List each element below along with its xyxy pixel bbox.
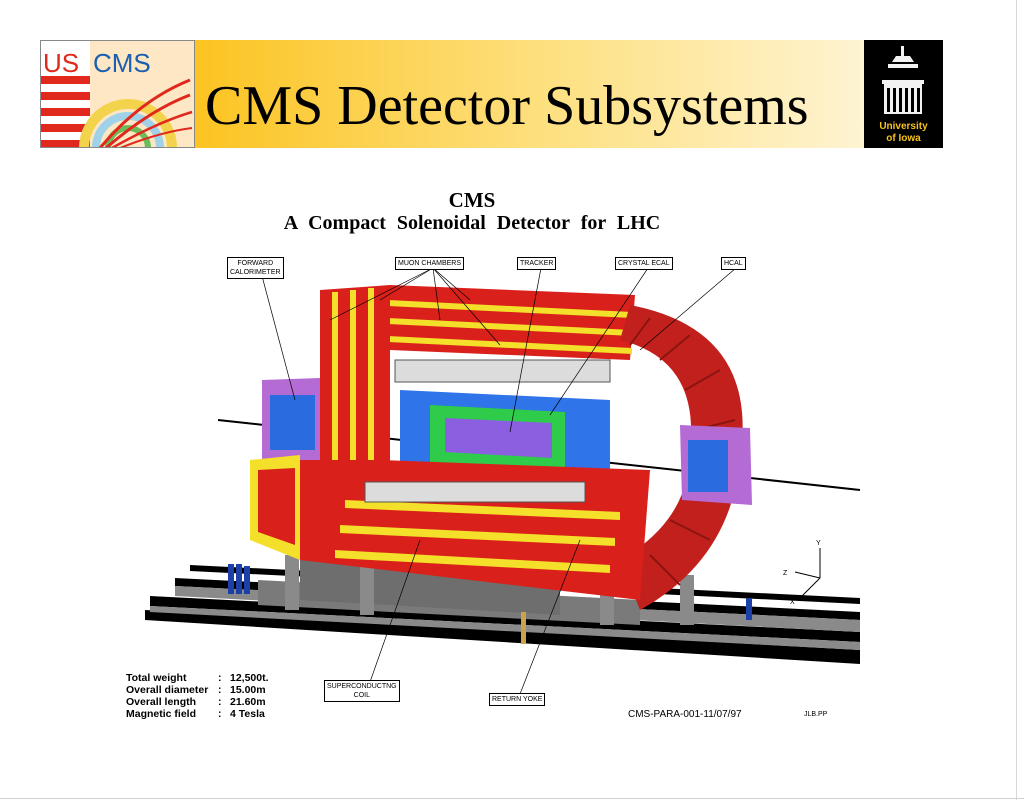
banner-background: [195, 40, 901, 148]
label-hcal: HCAL: [721, 257, 746, 270]
specs-table: Total weight:12,500t. Overall diameter:1…: [126, 672, 269, 720]
spec-row: Overall length:21.60m: [126, 696, 266, 708]
title-banner: US CMS University of Iowa: [40, 40, 943, 148]
spec-key: Total weight: [126, 672, 187, 684]
right-edge-line: [1016, 0, 1017, 800]
label-superconducting-coil-line2: COIL: [353, 692, 370, 699]
human-figures: [228, 564, 752, 620]
svg-text:University: University: [879, 121, 928, 132]
bottom-edge-line: [0, 798, 1024, 799]
spec-value: 15.00m: [230, 684, 266, 696]
left-endcap: [262, 285, 390, 505]
logo-cms-text: CMS: [93, 48, 151, 78]
label-superconducting-coil: SUPERCONDUCTNG COIL: [324, 680, 400, 702]
old-capitol-icon: University of Iowa: [879, 46, 928, 144]
spec-key: Overall length: [126, 696, 197, 708]
logo-us-text: US: [43, 48, 79, 78]
label-tracker: TRACKER: [517, 257, 557, 270]
label-crystal-ecal: CRYSTAL ECAL: [615, 257, 673, 270]
leader-lines: [261, 267, 737, 695]
spec-row: Overall diameter:15.00m: [126, 684, 266, 696]
lower-barrel: [250, 455, 650, 600]
spec-row: Magnetic field:4 Tesla: [126, 708, 265, 720]
label-forward-calorimeter: FORWARD CALORIMETER: [227, 257, 284, 279]
spec-row: Total weight:12,500t.: [126, 672, 269, 684]
human-figure-front: [521, 612, 526, 644]
label-superconducting-coil-line1: SUPERCONDUCTNG: [327, 683, 397, 690]
axis-x-label: X: [790, 599, 795, 606]
label-forward-calorimeter-line2: CALORIMETER: [230, 269, 281, 276]
svg-text:of Iowa: of Iowa: [886, 133, 921, 144]
upper-barrel: [388, 285, 635, 383]
label-forward-calorimeter-line1: FORWARD: [237, 260, 274, 267]
spec-value: 4 Tesla: [230, 708, 265, 720]
university-of-iowa-logo: University of Iowa: [864, 40, 943, 148]
figure-title: CMS: [448, 188, 496, 212]
axis-y-label: Y: [816, 540, 821, 547]
author-code: JLB.PP: [804, 711, 828, 718]
us-cms-logo: US CMS: [40, 40, 195, 148]
spec-value: 21.60m: [230, 696, 266, 708]
label-return-yoke: RETURN YOKE: [489, 693, 546, 706]
right-endcap: [620, 305, 752, 610]
label-muon-chambers: MUON CHAMBERS: [395, 257, 465, 270]
spec-value: 12,500t.: [230, 672, 269, 684]
reference-code: CMS-PARA-001-11/07/97: [628, 709, 742, 720]
figure-subtitle: A Compact Solenoidal Detector for LHC: [283, 212, 661, 234]
spec-key: Magnetic field: [126, 708, 197, 720]
axis-z-label: Z: [783, 570, 788, 577]
inner-detectors: [400, 390, 610, 480]
slide-title: CMS Detector Subsystems: [205, 75, 809, 137]
spec-key: Overall diameter: [126, 684, 209, 696]
coordinate-axes: [794, 548, 821, 597]
